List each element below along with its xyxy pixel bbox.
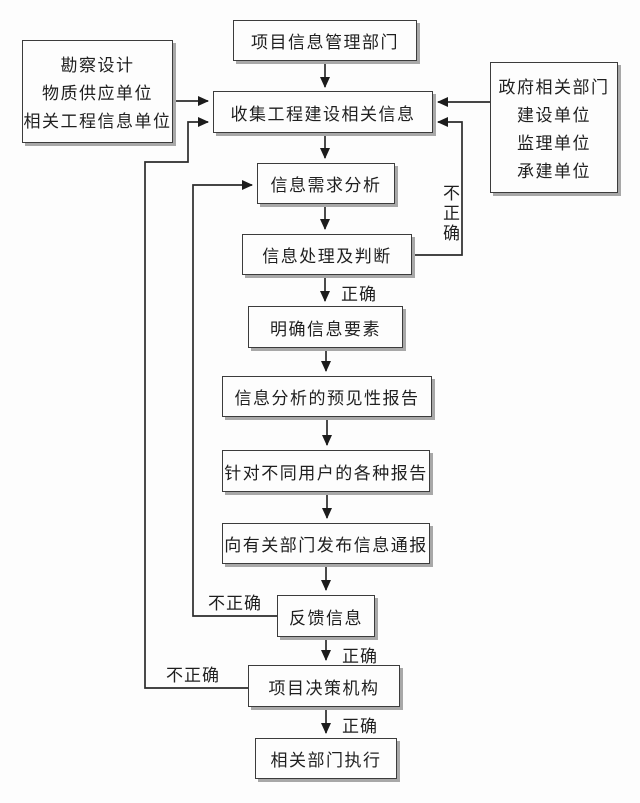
node-collect-info: 收集工程建设相关信息 xyxy=(213,91,433,133)
left-source-material-supply: 物质供应单位 xyxy=(42,83,153,103)
node-feedback: 反馈信息 xyxy=(277,595,375,637)
node-forecast-report: 信息分析的预见性报告 xyxy=(222,376,432,417)
node-process-judge: 信息处理及判断 xyxy=(242,234,412,275)
arrow-judge-incorrect-to-collect xyxy=(412,117,463,256)
node-decision-body: 项目决策机构 xyxy=(248,665,400,707)
label-correct-after-feedback: 正确 xyxy=(342,647,378,666)
left-source-survey-design: 勘察设计 xyxy=(60,55,135,75)
label-correct-after-decision: 正确 xyxy=(342,717,378,736)
arrow-feedback-incorrect-to-need xyxy=(192,180,277,617)
left-source-related-info-units: 相关工程信息单位 xyxy=(23,112,172,132)
label-incorrect-decision: 不正确 xyxy=(166,666,220,685)
node-left-sources: 勘察设计 物质供应单位 相关工程信息单位 xyxy=(22,40,173,143)
right-source-government: 政府相关部门 xyxy=(498,77,610,97)
right-source-construction-unit: 建设单位 xyxy=(517,105,591,125)
node-right-sources: 政府相关部门 建设单位 监理单位 承建单位 xyxy=(490,62,618,193)
arrow-decision-incorrect-to-collect xyxy=(144,117,248,689)
node-publish-bulletin: 向有关部门发布信息通报 xyxy=(222,523,430,564)
node-project-info-dept: 项目信息管理部门 xyxy=(233,20,417,61)
node-user-reports: 针对不同用户的各种报告 xyxy=(222,450,430,492)
node-need-analysis: 信息需求分析 xyxy=(257,163,395,204)
label-correct-after-judge: 正确 xyxy=(341,285,377,304)
label-incorrect-judge: 不正确 xyxy=(440,184,459,244)
right-source-supervision-unit: 监理单位 xyxy=(517,134,591,154)
node-clarify-elements: 明确信息要素 xyxy=(248,306,403,348)
right-source-contractor-unit: 承建单位 xyxy=(517,162,591,182)
label-incorrect-feedback: 不正确 xyxy=(208,594,262,613)
node-execute: 相关部门执行 xyxy=(255,738,397,779)
